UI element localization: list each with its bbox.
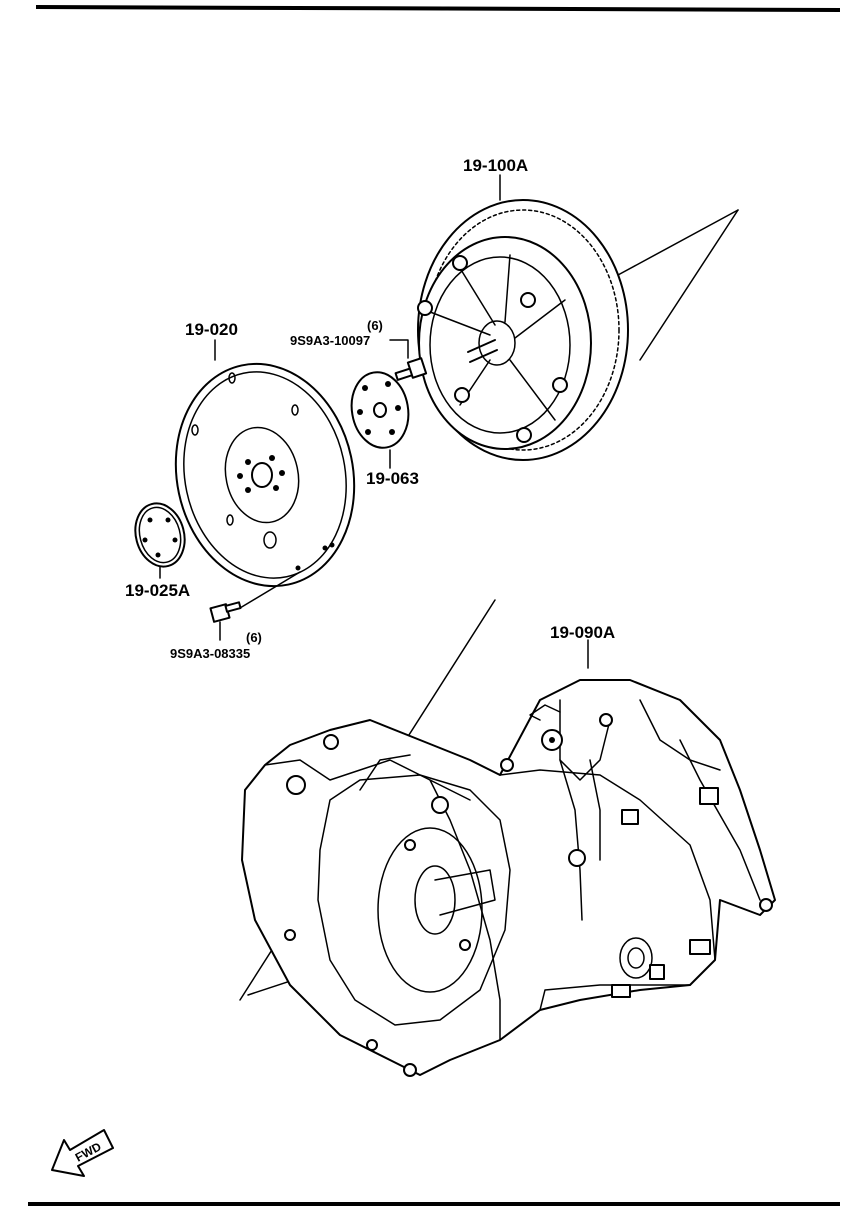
projection-line-upper (617, 209, 739, 276)
adapter-plate[interactable] (129, 498, 192, 572)
bolt-upper-code: 9S9A3-10097 (290, 333, 370, 348)
backing-plate[interactable] (346, 368, 414, 453)
arrow-fwd-icon: FWD (51, 1129, 114, 1177)
bolt-lower[interactable] (209, 601, 242, 623)
transaxle[interactable] (241, 679, 776, 1077)
bolt-lower-pointer (239, 571, 301, 609)
projection-line-lower (639, 209, 739, 361)
part-label-torque-converter: 19-100A (463, 156, 528, 175)
part-label-adapter-plate: 19-025A (125, 581, 190, 600)
bolt-upper-qty: (6) (367, 318, 383, 333)
drive-plate[interactable] (156, 347, 375, 603)
bolt-upper-leader (389, 339, 409, 359)
top-rule (35, 5, 841, 12)
bolt-upper[interactable] (394, 357, 428, 381)
part-label-backing-plate: 19-063 (366, 469, 419, 488)
bolt-lower-code: 9S9A3-08335 (170, 646, 250, 661)
bolt-lower-qty: (6) (246, 630, 262, 645)
part-label-transaxle: 19-090A (550, 623, 615, 642)
part-label-drive-plate: 19-020 (185, 320, 238, 339)
torque-converter[interactable] (417, 199, 629, 461)
